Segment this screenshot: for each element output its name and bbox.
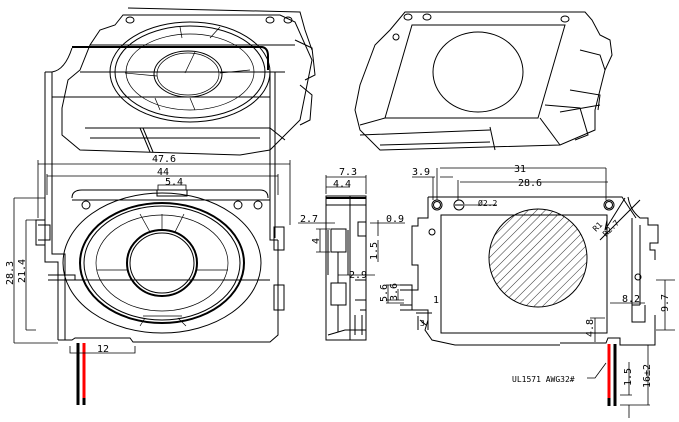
- mount-hole: [233, 200, 243, 210]
- mount-hole: [453, 199, 465, 211]
- dim-tab-width: 5.4: [165, 177, 183, 188]
- dim-depth-inner: 4.4: [333, 179, 351, 190]
- mount-hole: [603, 199, 615, 211]
- dim-center-offset: 2.9: [349, 270, 367, 281]
- front-view: 47.6 44 5.4 28.3 21.4 12: [5, 46, 291, 405]
- wire-spec-label: UL1571 AWG32#: [512, 375, 575, 384]
- dim-wire-length: 16±2: [642, 364, 653, 388]
- mount-hole: [81, 200, 91, 210]
- dim-hole-span-inner: 28.6: [518, 178, 542, 189]
- dim-pad-gap: 1.5: [369, 242, 380, 260]
- isometric-front-view: [61, 7, 316, 156]
- isometric-back-view: [354, 11, 613, 151]
- dim-lead-gap: 4.8: [585, 319, 596, 337]
- dim-offset-b: 0.9: [386, 214, 404, 225]
- dim-hole-offset: 3.9: [412, 167, 430, 178]
- dim-hole-diameter: Ø2.2: [478, 198, 497, 208]
- side-view: 7.3 4.4 2.7 0.9 4 1.5 2.9 5.6 3.6: [298, 167, 405, 341]
- dim-terminal-outer: 5.6: [379, 284, 390, 302]
- dim-lead-offset: 8.2: [622, 294, 640, 305]
- dim-tab-height: 3: [420, 319, 425, 328]
- dim-strip-length: 1.5: [623, 368, 634, 386]
- dim-overall-height: 28.3: [5, 261, 16, 285]
- back-view: 31 28.6 3.9 Ø2.2 R1 R2.7 8.2 9.7 4.8 1 3…: [400, 164, 675, 418]
- dim-depth: 7.3: [339, 167, 357, 178]
- dim-inner-height: 21.4: [17, 259, 28, 283]
- dim-lead-height: 9.7: [660, 294, 671, 312]
- hatched-diaphragm-area: [488, 208, 588, 308]
- dim-hole-span-outer: 31: [514, 164, 526, 175]
- dim-pad-height: 4: [311, 238, 322, 244]
- mount-hole: [253, 200, 263, 210]
- dim-tab-depth: 1: [433, 295, 439, 306]
- dim-inner-width: 44: [157, 167, 169, 178]
- dim-terminal-inner: 3.6: [389, 283, 400, 301]
- dim-overall-width: 47.6: [152, 154, 176, 165]
- dim-offset-a: 2.7: [300, 214, 318, 225]
- dim-wire-exit-width: 12: [97, 344, 109, 355]
